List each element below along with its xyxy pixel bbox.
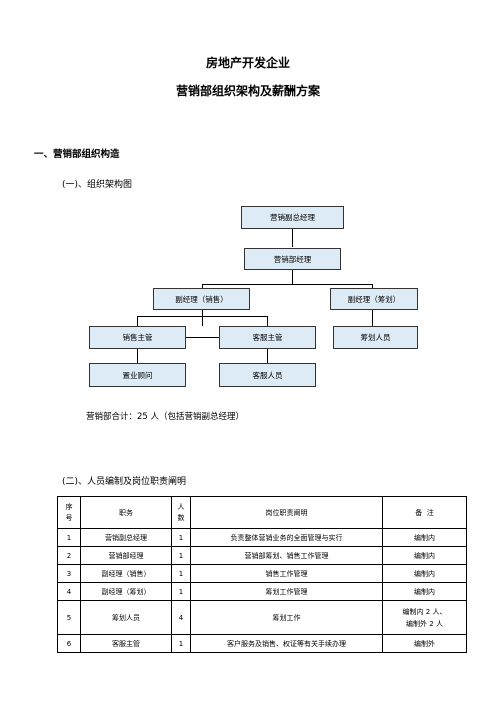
connector-service-staff (267, 349, 268, 363)
table-header-row: 序号 职务 人数 岗位职责阐明 备 注 (57, 496, 467, 529)
org-box-service-staff: 客服人员 (219, 363, 316, 387)
table-row: 3 副经理（销售） 1 销售工作管理 编制内 (57, 564, 467, 583)
connector-deputy-sales (202, 284, 203, 288)
header-no: 序号 (57, 496, 81, 529)
connector-supervisors-bar (137, 316, 267, 317)
table-row: 1 营销副总经理 1 负责整体营销业务的全面管理与实行 编制内 (57, 528, 467, 547)
org-box-sales-supervisor: 销售主管 (89, 326, 186, 349)
connector-deputies-bar (202, 284, 372, 285)
table-row: 2 营销部经理 1 营销部筹划、销售工作管理 编制内 (57, 546, 467, 565)
connector-service-supervisor (267, 316, 268, 326)
header-remark: 备 注 (382, 496, 467, 529)
subsection-heading-chart: (一)、组织架构图 (62, 180, 133, 190)
org-box-deputy-planning: 副经理（筹划） (330, 288, 418, 310)
header-position: 职务 (80, 496, 172, 529)
org-box-marketing-manager: 营销部经理 (244, 248, 341, 270)
remark-cell: 编制内 2 人、 编制外 2 人 (382, 600, 467, 635)
document-title: 房地产开发企业 (205, 56, 290, 70)
table-row: 6 客服主管 1 客户服务及销售、权证等有关手续办理 编制外 (57, 634, 467, 653)
table-row: 4 副经理（筹划） 1 筹划工作管理 编制内 (57, 582, 467, 601)
header-duties: 岗位职责阐明 (190, 496, 383, 529)
subsection-heading-staffing: (二)、人员编制及岗位职责阐明 (62, 477, 187, 487)
connector-top-manager (292, 229, 293, 247)
staffing-table: 序号 职务 人数 岗位职责阐明 备 注 1 营销副总经理 1 负责整体营销业务的… (57, 496, 467, 653)
org-box-deputy-sales: 副经理（销售） (153, 288, 250, 310)
connector-deputy-planning (372, 284, 373, 288)
header-count: 人数 (171, 496, 191, 529)
connector-deputy-sales-down (202, 310, 203, 326)
section-heading-org: 一、营销部组织构造 (34, 149, 120, 160)
connector-sales-supervisor (137, 316, 138, 326)
connector-consultant (137, 349, 138, 363)
connector-deputy-sales-join (185, 337, 220, 338)
org-box-planning-staff: 筹划人员 (333, 326, 418, 349)
document-subtitle: 营销部组织架构及薪酬方案 (175, 84, 320, 98)
connector-manager-down (292, 270, 293, 284)
connector-planning-staff (372, 310, 373, 326)
headcount-total: 营销部合计：25 人（包括营销副总经理） (86, 412, 245, 422)
org-box-property-consultant: 置业顾问 (89, 363, 186, 387)
table-row: 5 筹划人员 4 筹划工作 编制内 2 人、 编制外 2 人 (57, 600, 467, 635)
org-box-service-supervisor: 客服主管 (219, 326, 316, 349)
org-box-vp-marketing: 营销副总经理 (241, 206, 344, 229)
